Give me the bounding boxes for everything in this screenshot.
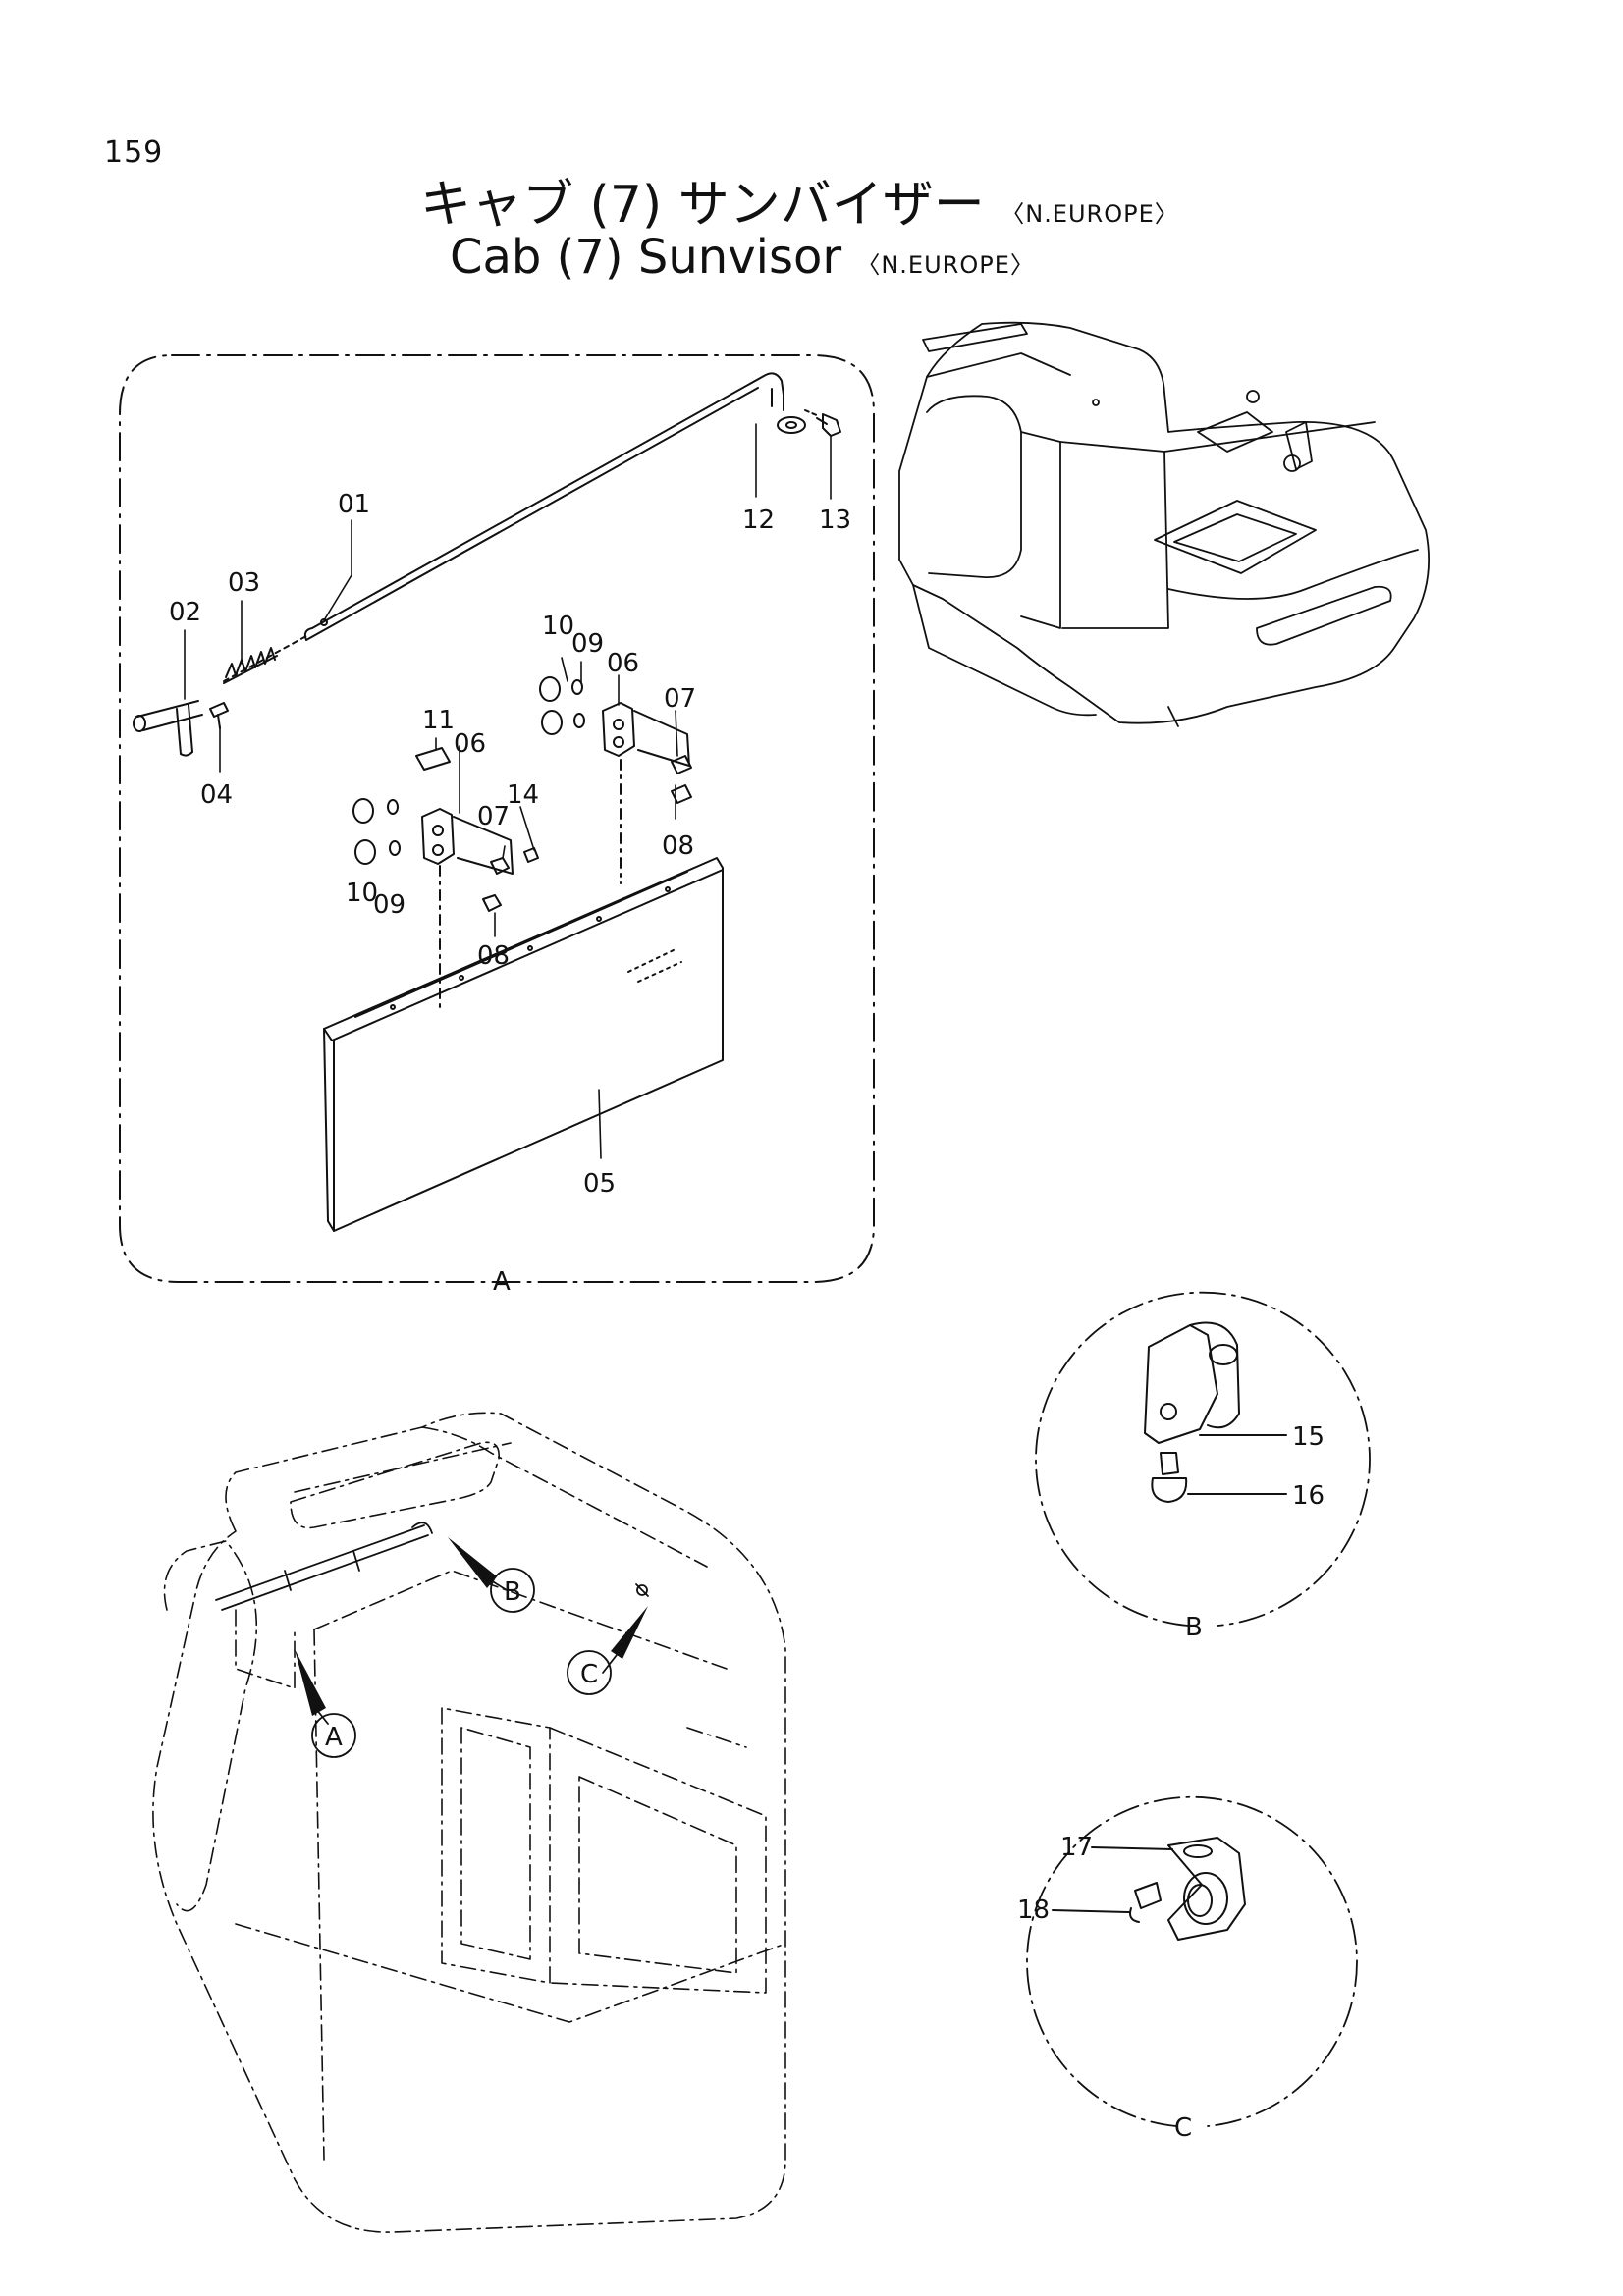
label-08-left: 08 <box>477 941 510 971</box>
washers-left <box>352 798 401 865</box>
rod-part-01 <box>303 372 784 641</box>
clip-part-13 <box>816 413 841 437</box>
label-18: 18 <box>1017 1896 1050 1925</box>
assembly-line-13 <box>804 409 820 417</box>
detail-circle-c <box>1026 1795 1358 2127</box>
label-07-right: 07 <box>664 684 696 714</box>
label-09-right: 09 <box>571 629 604 659</box>
label-08-right: 08 <box>662 831 694 861</box>
label-09-left: 09 <box>373 890 406 920</box>
label-06-right: 06 <box>607 649 639 678</box>
label-07-left: 07 <box>477 802 510 831</box>
label-03: 03 <box>228 568 260 598</box>
page-title-japanese: キャブ (7) サンバイザー 〈N.EUROPE〉 <box>420 163 1179 237</box>
cab-sunvisor-mount <box>215 1522 649 1611</box>
page-title-english: Cab (7) Sunvisor 〈N.EUROPE〉 <box>450 230 1035 285</box>
label-14: 14 <box>507 780 539 810</box>
screw-part-04 <box>209 702 229 729</box>
label-02: 02 <box>169 598 201 627</box>
label-10-right: 10 <box>542 612 574 641</box>
sunvisor-panel-part-05 <box>323 857 724 1232</box>
label-16: 16 <box>1292 1481 1325 1511</box>
title-jp-text: キャブ (7) サンバイザー <box>420 176 985 235</box>
label-04: 04 <box>200 780 233 810</box>
callout-a: A <box>325 1723 343 1752</box>
cab-view <box>152 1412 786 2233</box>
label-01: 01 <box>338 490 370 519</box>
assembly-line-01-03 <box>223 635 307 682</box>
label-15: 15 <box>1292 1422 1325 1452</box>
callout-circles <box>311 1568 612 1758</box>
view-label-a: A <box>493 1267 511 1297</box>
region-label-jp: 〈N.EUROPE〉 <box>1001 200 1179 228</box>
page-number: 159 <box>104 135 164 170</box>
leader-lines-a <box>184 423 832 1159</box>
label-05: 05 <box>583 1169 616 1199</box>
excavator-overview <box>898 321 1431 727</box>
part-labels-a: 01 03 02 04 12 13 10 09 06 07 08 11 06 0… <box>169 490 851 1297</box>
callout-c: C <box>580 1660 598 1689</box>
bolts-left <box>482 847 539 912</box>
pin-part-02 <box>133 700 203 757</box>
label-11: 11 <box>422 706 455 735</box>
title-en-text: Cab (7) Sunvisor <box>450 230 842 285</box>
region-label-en: 〈N.EUROPE〉 <box>856 251 1035 279</box>
view-label-c: C <box>1174 2113 1192 2143</box>
label-10-left: 10 <box>346 879 378 908</box>
label-17: 17 <box>1060 1833 1093 1862</box>
label-06-left: 06 <box>454 729 486 759</box>
label-13: 13 <box>819 506 851 535</box>
callout-lines <box>311 1579 618 1725</box>
washers-right <box>539 676 585 735</box>
callout-b: B <box>504 1577 521 1607</box>
labels-c: 17 18 C <box>1017 1833 1192 2143</box>
view-label-b: B <box>1185 1613 1203 1642</box>
bracket-right-part-06 <box>602 702 690 767</box>
washer-part-12 <box>777 416 806 434</box>
spring-part-03 <box>223 647 278 684</box>
labels-b: 15 16 B <box>1185 1422 1325 1642</box>
label-12: 12 <box>742 506 775 535</box>
pad-part-11 <box>415 747 451 771</box>
callout-arrows <box>295 1537 648 1716</box>
callout-labels: A B C <box>325 1577 598 1752</box>
bracket-left-part-06 <box>421 808 514 875</box>
detail-frame-a <box>119 354 875 1283</box>
detail-circle-b <box>1035 1291 1371 1627</box>
